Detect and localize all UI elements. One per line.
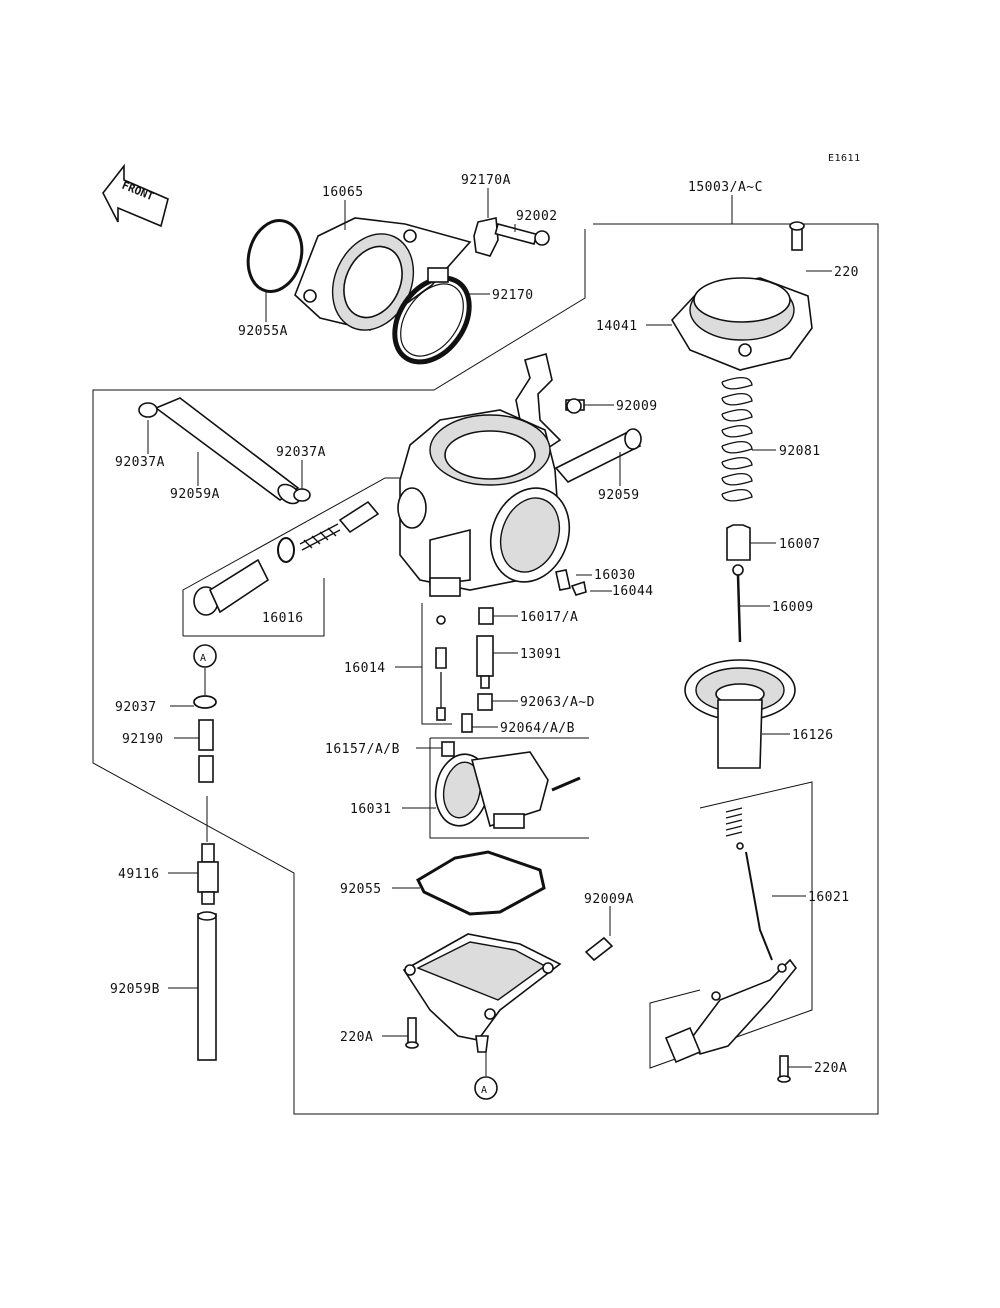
- clip-92037A: [293, 488, 311, 502]
- label-14041: 14041: [596, 319, 638, 334]
- circle-ref-a-top: A: [193, 644, 217, 668]
- circle-ref-a-bottom-label: A: [481, 1085, 488, 1096]
- holder-16007: [726, 524, 751, 561]
- screw-220A-right: [777, 1055, 791, 1083]
- label-92055A: 92055A: [238, 324, 288, 339]
- label-16014: 16014: [344, 661, 386, 676]
- label-92002: 92002: [516, 209, 558, 224]
- clip-92037: [193, 695, 217, 709]
- label-16031: 16031: [350, 802, 392, 817]
- label-92059: 92059: [598, 488, 640, 503]
- intake-holder-16065: [294, 217, 472, 331]
- label-220A-right: 220A: [814, 1061, 847, 1076]
- label-16021: 16021: [808, 890, 850, 905]
- jet-parts-16014: [435, 615, 447, 721]
- bolt-92002: [494, 223, 550, 246]
- clip-92037A-left: [138, 402, 158, 418]
- bolt-220: [789, 221, 805, 251]
- label-92170: 92170: [492, 288, 534, 303]
- gasket-92055: [416, 850, 546, 916]
- label-16007: 16007: [779, 537, 821, 552]
- adapter-16031: [434, 751, 581, 829]
- label-92170A: 92170A: [461, 173, 511, 188]
- label-49116: 49116: [118, 867, 160, 882]
- label-92064: 92064/A/B: [500, 721, 575, 736]
- label-92037A-left: 92037A: [115, 455, 165, 470]
- label-92037: 92037: [115, 700, 157, 715]
- hose-92059B: [197, 911, 217, 1061]
- o-ring-92055A: [246, 219, 304, 293]
- group-outlines: [92, 195, 879, 1115]
- label-15003: 15003/A~C: [688, 180, 763, 195]
- label-92009A: 92009A: [584, 892, 634, 907]
- screw-16157: [441, 741, 455, 757]
- circle-ref-a-top-label: A: [200, 653, 207, 664]
- front-arrow-icon: FRONT: [102, 163, 169, 228]
- pipe-92059: [554, 428, 642, 483]
- needle-jet-13091: [476, 635, 494, 689]
- label-16016: 16016: [262, 611, 304, 626]
- choke-16021: [664, 807, 798, 1064]
- label-16126: 16126: [792, 728, 834, 743]
- leader-lines: [147, 188, 832, 1068]
- clamp-92170: [392, 267, 472, 365]
- diagram-code: E1611: [828, 153, 861, 164]
- screw-220A-left: [405, 1017, 419, 1049]
- hose-92190: [198, 719, 214, 783]
- label-92063: 92063/A~D: [520, 695, 595, 710]
- circle-ref-a-bottom: A: [474, 1076, 498, 1100]
- pipe-92059A: [154, 397, 301, 505]
- cap-14041: [671, 277, 813, 371]
- needle-16009: [732, 564, 744, 643]
- label-92037A: 92037A: [276, 445, 326, 460]
- spring-92081: [721, 377, 753, 502]
- carburetor-body: [397, 409, 571, 597]
- float-bowl: [402, 933, 562, 1053]
- screw-92009A: [584, 936, 614, 962]
- screw-92009: [565, 398, 585, 414]
- diaphragm-16126: [684, 659, 796, 769]
- label-13091: 13091: [520, 647, 562, 662]
- jet-holder-16017: [478, 607, 494, 625]
- joint-49116: [197, 843, 219, 905]
- small-parts-16030-16044: [555, 569, 587, 596]
- label-92059A: 92059A: [170, 487, 220, 502]
- label-92059B: 92059B: [110, 982, 160, 997]
- label-92009: 92009: [616, 399, 658, 414]
- label-92081: 92081: [779, 444, 821, 459]
- label-16009: 16009: [772, 600, 814, 615]
- label-92055: 92055: [340, 882, 382, 897]
- label-16044: 16044: [612, 584, 654, 599]
- part-labels: 16065 92170A 92002 92170 92055A 15003/A~…: [110, 173, 859, 1076]
- pilot-jet-92064: [461, 713, 473, 733]
- main-jet-92063: [477, 693, 493, 711]
- bracket-92170A: [473, 217, 499, 257]
- label-220-top: 220: [834, 265, 859, 280]
- label-92190: 92190: [122, 732, 164, 747]
- label-16030: 16030: [594, 568, 636, 583]
- starter-plunger-16016: [193, 500, 380, 616]
- label-16065: 16065: [322, 185, 364, 200]
- label-16157: 16157/A/B: [325, 742, 400, 757]
- label-16017: 16017/A: [520, 610, 578, 625]
- label-220A-left: 220A: [340, 1030, 373, 1045]
